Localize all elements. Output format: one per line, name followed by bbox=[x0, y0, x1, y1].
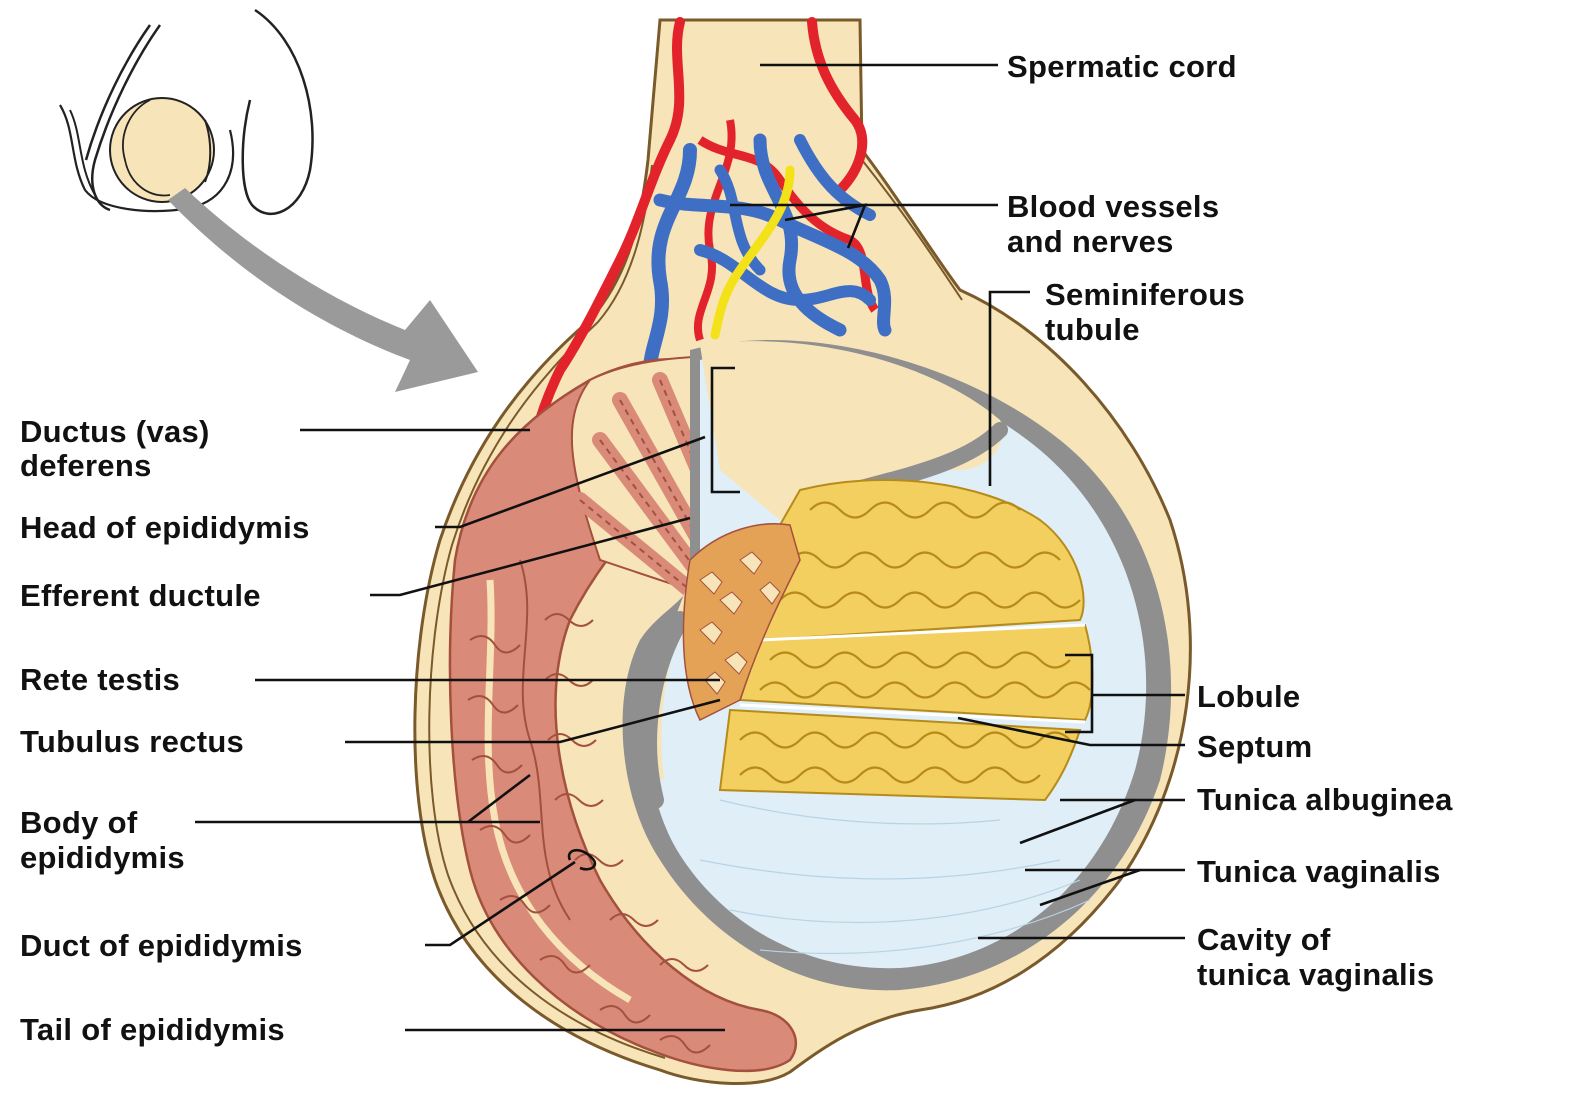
label-rete-testis: Rete testis bbox=[20, 662, 180, 697]
label-tunica-vaginalis: Tunica vaginalis bbox=[1197, 854, 1441, 889]
label-ductus-line1: Ductus (vas) bbox=[20, 414, 210, 449]
label-seminiferous-line1: Seminiferous bbox=[1045, 277, 1245, 312]
label-septum: Septum bbox=[1197, 729, 1312, 764]
zoom-arrow bbox=[168, 188, 478, 392]
label-body-epididymis-line1: Body of bbox=[20, 805, 138, 840]
label-seminiferous-line2: tubule bbox=[1045, 312, 1140, 347]
label-tunica-albuginea: Tunica albuginea bbox=[1197, 782, 1453, 817]
label-duct-epididymis: Duct of epididymis bbox=[20, 928, 303, 963]
label-spermatic-cord: Spermatic cord bbox=[1007, 49, 1237, 84]
body-inset bbox=[60, 10, 313, 214]
label-blood-vessels-line1: Blood vessels bbox=[1007, 189, 1219, 224]
label-tail-epididymis: Tail of epididymis bbox=[20, 1012, 285, 1047]
label-cavity-line1: Cavity of bbox=[1197, 922, 1331, 957]
label-body-epididymis-line2: epididymis bbox=[20, 840, 185, 875]
label-head-epididymis: Head of epididymis bbox=[20, 510, 310, 545]
label-efferent-ductule: Efferent ductule bbox=[20, 578, 261, 613]
label-lobule: Lobule bbox=[1197, 679, 1300, 714]
label-tubulus-rectus: Tubulus rectus bbox=[20, 724, 244, 759]
label-cavity-line2: tunica vaginalis bbox=[1197, 957, 1434, 992]
label-blood-vessels-line2: and nerves bbox=[1007, 224, 1174, 259]
label-ductus-line2: deferens bbox=[20, 448, 152, 483]
